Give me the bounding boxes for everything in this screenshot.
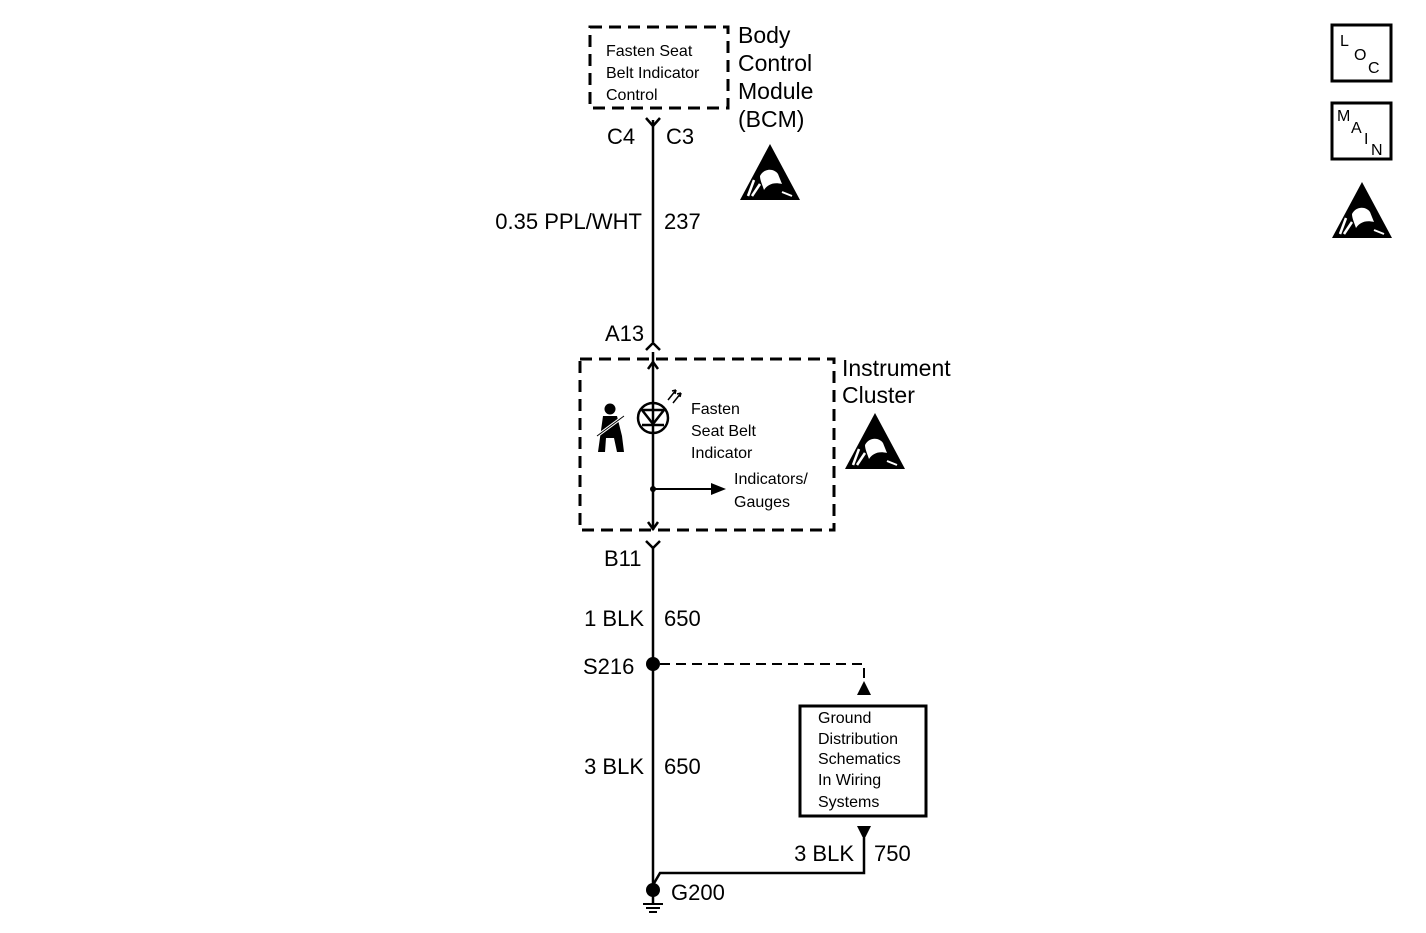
loc-letter-2: O [1354,47,1366,64]
main-letter-3: I [1364,131,1368,148]
ground-g200-label: G200 [671,880,725,905]
internal-arrow-down [646,521,660,532]
ground-reference-arrow-icon [857,681,871,695]
bcm-title-line-4: (BCM) [738,106,804,132]
ground-branch-arrow-icon [857,826,871,840]
ground-box-line-2: Distribution [818,731,898,748]
body-control-module: Fasten Seat Belt Indicator Control Body … [588,22,813,202]
ground-distribution-reference[interactable]: Ground Distribution Schematics In Wiring… [798,704,928,818]
connector-a13-symbol [645,341,661,351]
bcm-title-line-3: Module [738,78,813,104]
cluster-component-box [578,357,836,532]
main-letter-2: A [1351,120,1362,137]
bcm-connector-pin-right: C3 [666,124,694,149]
seat-belt-icon [596,403,625,452]
ground-box-line-3: Schematics [818,751,901,768]
wire-650-upper-circuit: 650 [664,606,701,631]
connector-b11-symbol [645,540,661,550]
wire-650-lower-circuit: 650 [664,754,701,779]
wire-237-circuit: 237 [664,209,701,234]
ground-g200-icon [643,883,663,913]
led-indicator-icon [636,389,682,435]
loc-button[interactable]: L O C [1330,23,1393,83]
branch-label-line-2: Gauges [734,494,790,511]
bcm-inner-label-line-3: Control [606,87,658,104]
esd-sensitive-icon-bcm [738,142,802,202]
wire-650-lower-spec: 3 BLK [584,754,644,779]
bcm-component-box [588,25,730,110]
cluster-connector-out-label: B11 [604,546,642,571]
wire-750-spec: 3 BLK [794,841,854,866]
cluster-connector-in-label: A13 [605,321,644,346]
indicator-label-line-1: Fasten [691,401,740,418]
internal-arrow-up [646,359,660,370]
loc-letter-1: L [1340,33,1349,50]
esd-info-button-icon[interactable] [1330,180,1394,240]
cluster-title-line-2: Cluster [842,382,915,408]
esd-sensitive-icon-cluster [843,411,907,471]
main-button[interactable]: M A I N [1330,101,1393,161]
wire-650-upper-spec: 1 BLK [584,606,644,631]
wire-750-circuit: 750 [874,841,911,866]
main-letter-4: N [1371,142,1383,159]
ground-distribution-box [798,704,928,818]
instrument-cluster: A13 Instrument Cluster Fasten Seat Belt … [578,321,951,571]
cluster-title-line-1: Instrument [842,355,951,381]
splice-s216-label: S216 [583,654,634,679]
wire-750 [651,838,866,886]
ground-reference-dashed-line [660,663,865,683]
bcm-inner-label-line-1: Fasten Seat [606,43,693,60]
ground-box-line-5: Systems [818,794,879,811]
indicator-label-line-2: Seat Belt [691,423,756,440]
indicator-label-line-3: Indicator [691,445,753,462]
bcm-connector-pin-left: C4 [607,124,635,149]
main-letter-1: M [1337,108,1350,125]
bcm-title-line-1: Body [738,22,791,48]
ground-box-line-1: Ground [818,710,871,727]
branch-arrow-icon [711,483,726,495]
ground-box-line-4: In Wiring [818,772,881,789]
bcm-title-line-2: Control [738,50,812,76]
branch-label-line-1: Indicators/ [734,471,808,488]
bcm-inner-label-line-2: Belt Indicator [606,65,700,82]
loc-letter-3: C [1368,60,1380,77]
wire-237-spec: 0.35 PPL/WHT [495,209,642,234]
